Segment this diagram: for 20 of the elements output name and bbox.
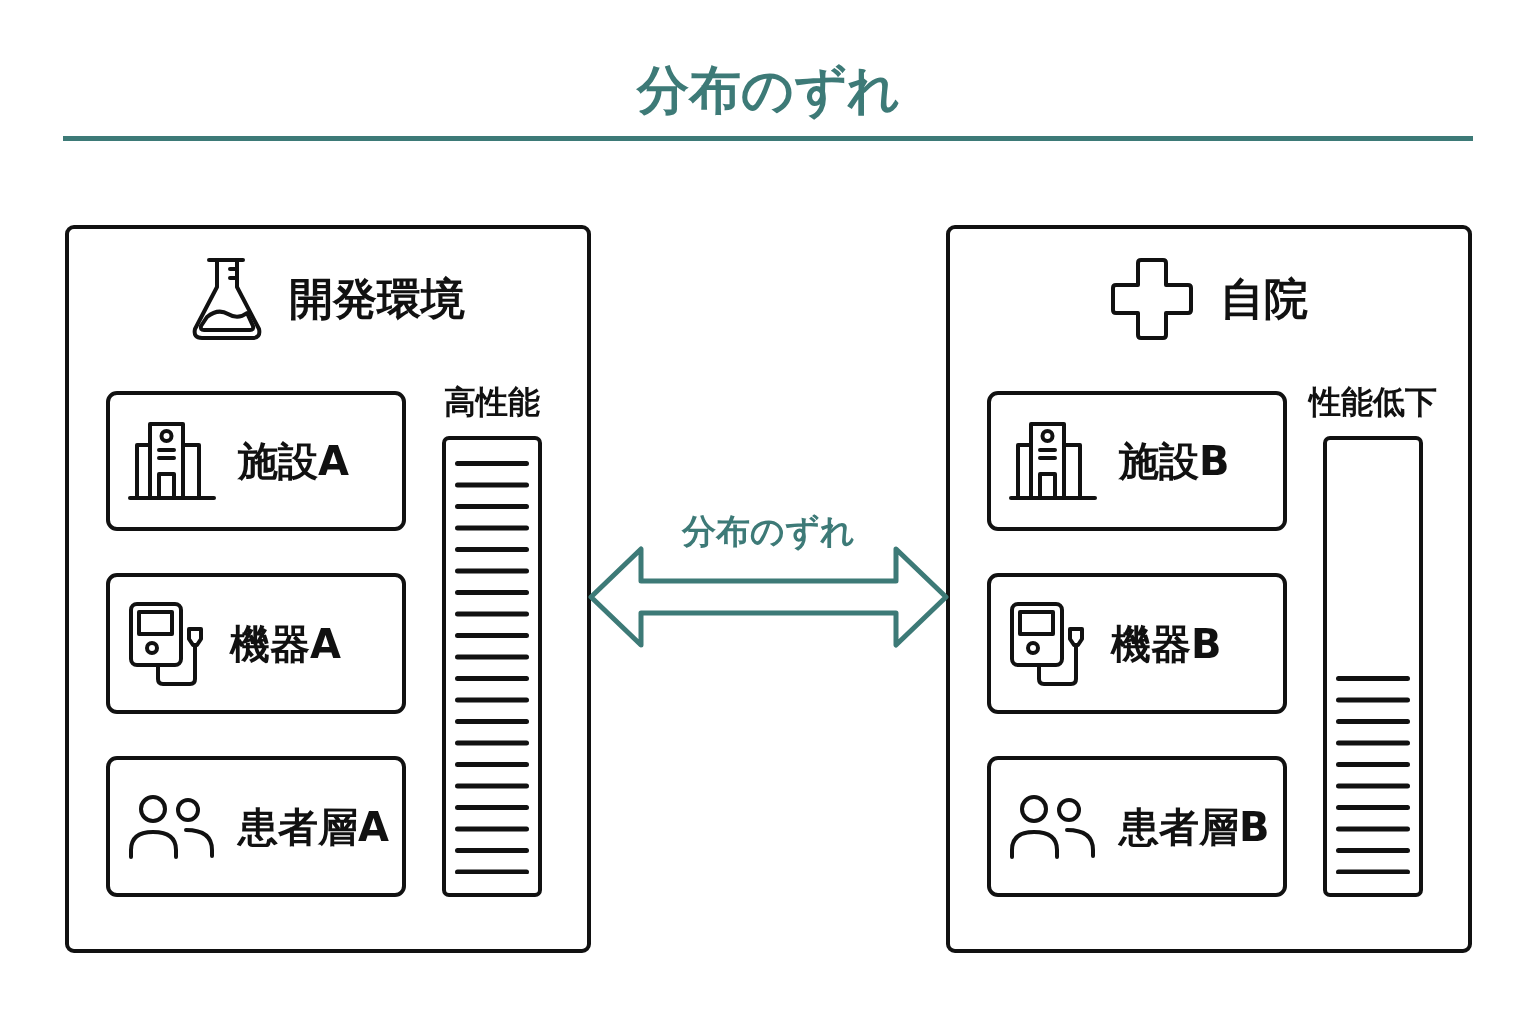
item-card (987, 391, 1287, 531)
item-card (987, 573, 1287, 714)
panel-title: 自院 (1220, 277, 1308, 321)
diagram-title: 分布のずれ (636, 59, 900, 122)
double-arrow (588, 546, 949, 648)
gauge-label: 高性能 (444, 382, 540, 423)
item-card (106, 391, 406, 531)
item-label: 患者層A (238, 806, 389, 847)
item-card (987, 756, 1287, 897)
item-label: 施設A (238, 441, 349, 481)
gauge-label: 性能低下 (1308, 382, 1437, 423)
item-label: 機器B (1111, 623, 1222, 664)
item-label: 機器A (230, 623, 341, 664)
item-label: 患者層B (1119, 806, 1270, 847)
item-card (106, 756, 406, 897)
panel (946, 225, 1472, 953)
item-card (106, 573, 406, 714)
item-label: 施設B (1119, 441, 1230, 481)
panel (65, 225, 591, 953)
panel-title: 開発環境 (289, 277, 465, 321)
